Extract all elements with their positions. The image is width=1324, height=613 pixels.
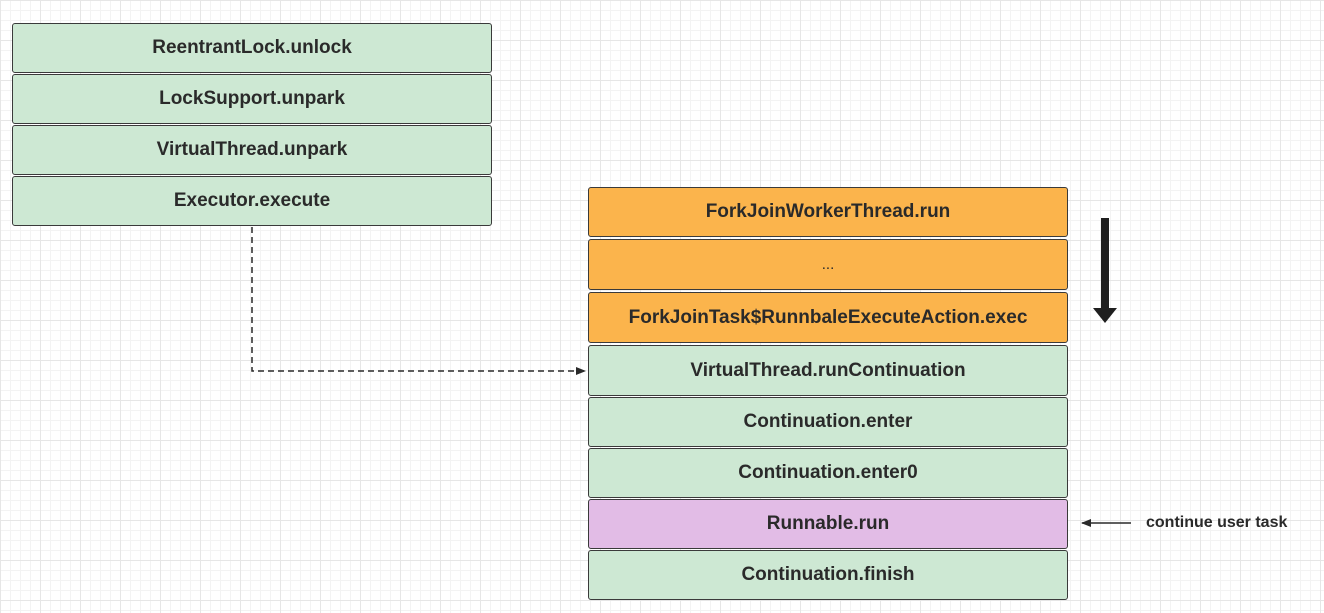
frame-locksupport-unpark: LockSupport.unpark (12, 74, 492, 124)
frame-executor-execute: Executor.execute (12, 176, 492, 226)
continue-user-task-label: continue user task (1146, 514, 1288, 531)
dashed-connector-arrow (251, 227, 586, 375)
frame-virtualthread-runcontinuation: VirtualThread.runContinuation (588, 345, 1068, 396)
stack-direction-down-arrow (1093, 218, 1117, 323)
frame-ellipsis: ... (588, 239, 1068, 290)
frame-continuation-enter: Continuation.enter (588, 397, 1068, 447)
frame-forkjoinworkerthread-run: ForkJoinWorkerThread.run (588, 187, 1068, 237)
frame-continuation-finish: Continuation.finish (588, 550, 1068, 600)
frame-continuation-enter0: Continuation.enter0 (588, 448, 1068, 498)
frame-forkjointask-exec: ForkJoinTask$RunnbaleExecuteAction.exec (588, 292, 1068, 343)
frame-reentrantlock-unlock: ReentrantLock.unlock (12, 23, 492, 73)
frame-runnable-run: Runnable.run (588, 499, 1068, 549)
frame-virtualthread-unpark: VirtualThread.unpark (12, 125, 492, 175)
